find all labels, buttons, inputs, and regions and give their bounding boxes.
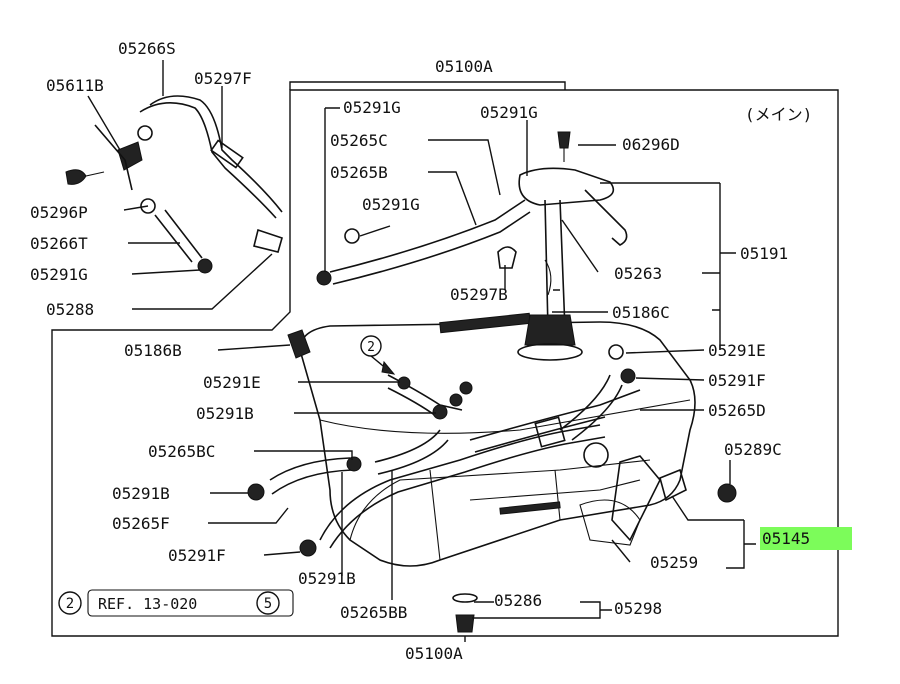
part-labels: 05266S 05611B 05297F 05296P 05266T 05291… [30,39,810,663]
part-label-05145[interactable]: 05145 [762,529,810,548]
part-label-05297f[interactable]: 05297F [194,69,252,88]
part-label-05259[interactable]: 05259 [650,553,698,572]
part-label-05291e-right[interactable]: 05291E [708,341,766,360]
part-label-05291g-left[interactable]: 05291G [30,265,88,284]
part-label-05265d[interactable]: 05265D [708,401,766,420]
part-label-05297b[interactable]: 05297B [450,285,508,304]
part-label-05291e-left[interactable]: 05291E [203,373,261,392]
part-label-05266t[interactable]: 05266T [30,234,88,253]
part-label-05265b[interactable]: 05265B [330,163,388,182]
part-label-05265f[interactable]: 05265F [112,514,170,533]
highlight-05145 [760,527,852,550]
part-label-05611b[interactable]: 05611B [46,76,104,95]
reference-text: REF. 13-020 [98,595,197,613]
callout-arrowhead [381,360,396,375]
ref-circle-left [58,591,82,615]
part-label-05266s[interactable]: 05266S [118,39,176,58]
fuel-tank-body [299,312,696,567]
main-note-label: (メイン) [745,105,812,124]
ref-circle-left-text: 2 [66,596,74,612]
part-label-05291g-top2[interactable]: 05291G [480,103,538,122]
part-label-05191[interactable]: 05191 [740,244,788,263]
fuel-pump-module [517,167,628,361]
leader-lines [87,60,756,642]
part-label-05100a-bottom[interactable]: 05100A [405,644,463,663]
ref-circle-right [256,591,280,615]
ref-circle-right-text: 5 [264,596,272,612]
part-label-05298[interactable]: 05298 [614,599,662,618]
callout-circle-2-text: 2 [367,340,375,355]
part-label-05291f-left[interactable]: 05291F [168,546,226,565]
part-label-05186c[interactable]: 05186C [612,303,670,322]
bracket-05100a-top [289,81,566,90]
part-label-05291b-bottom[interactable]: 05291B [298,569,356,588]
frame-border [51,89,839,637]
part-label-05291g-top1[interactable]: 05291G [343,98,401,117]
part-label-06296d[interactable]: 06296D [622,135,680,154]
part-label-05291g-mid[interactable]: 05291G [362,195,420,214]
part-label-05265bc[interactable]: 05265BC [148,442,215,461]
part-label-05291f-right[interactable]: 05291F [708,371,766,390]
part-label-05288[interactable]: 05288 [46,300,94,319]
part-label-05186b[interactable]: 05186B [124,341,182,360]
part-label-05100a-top[interactable]: 05100A [435,57,493,76]
clamps-and-fasteners [65,124,737,633]
part-label-05289c[interactable]: 05289C [724,440,782,459]
part-label-05265c[interactable]: 05265C [330,131,388,150]
part-label-05286[interactable]: 05286 [494,591,542,610]
part-label-05291b-left[interactable]: 05291B [112,484,170,503]
part-label-05296p[interactable]: 05296P [30,203,88,222]
part-label-05263[interactable]: 05263 [614,264,662,283]
part-label-05265bb[interactable]: 05265BB [340,603,407,622]
part-label-05291b-mid[interactable]: 05291B [196,404,254,423]
reference-box [87,589,294,617]
